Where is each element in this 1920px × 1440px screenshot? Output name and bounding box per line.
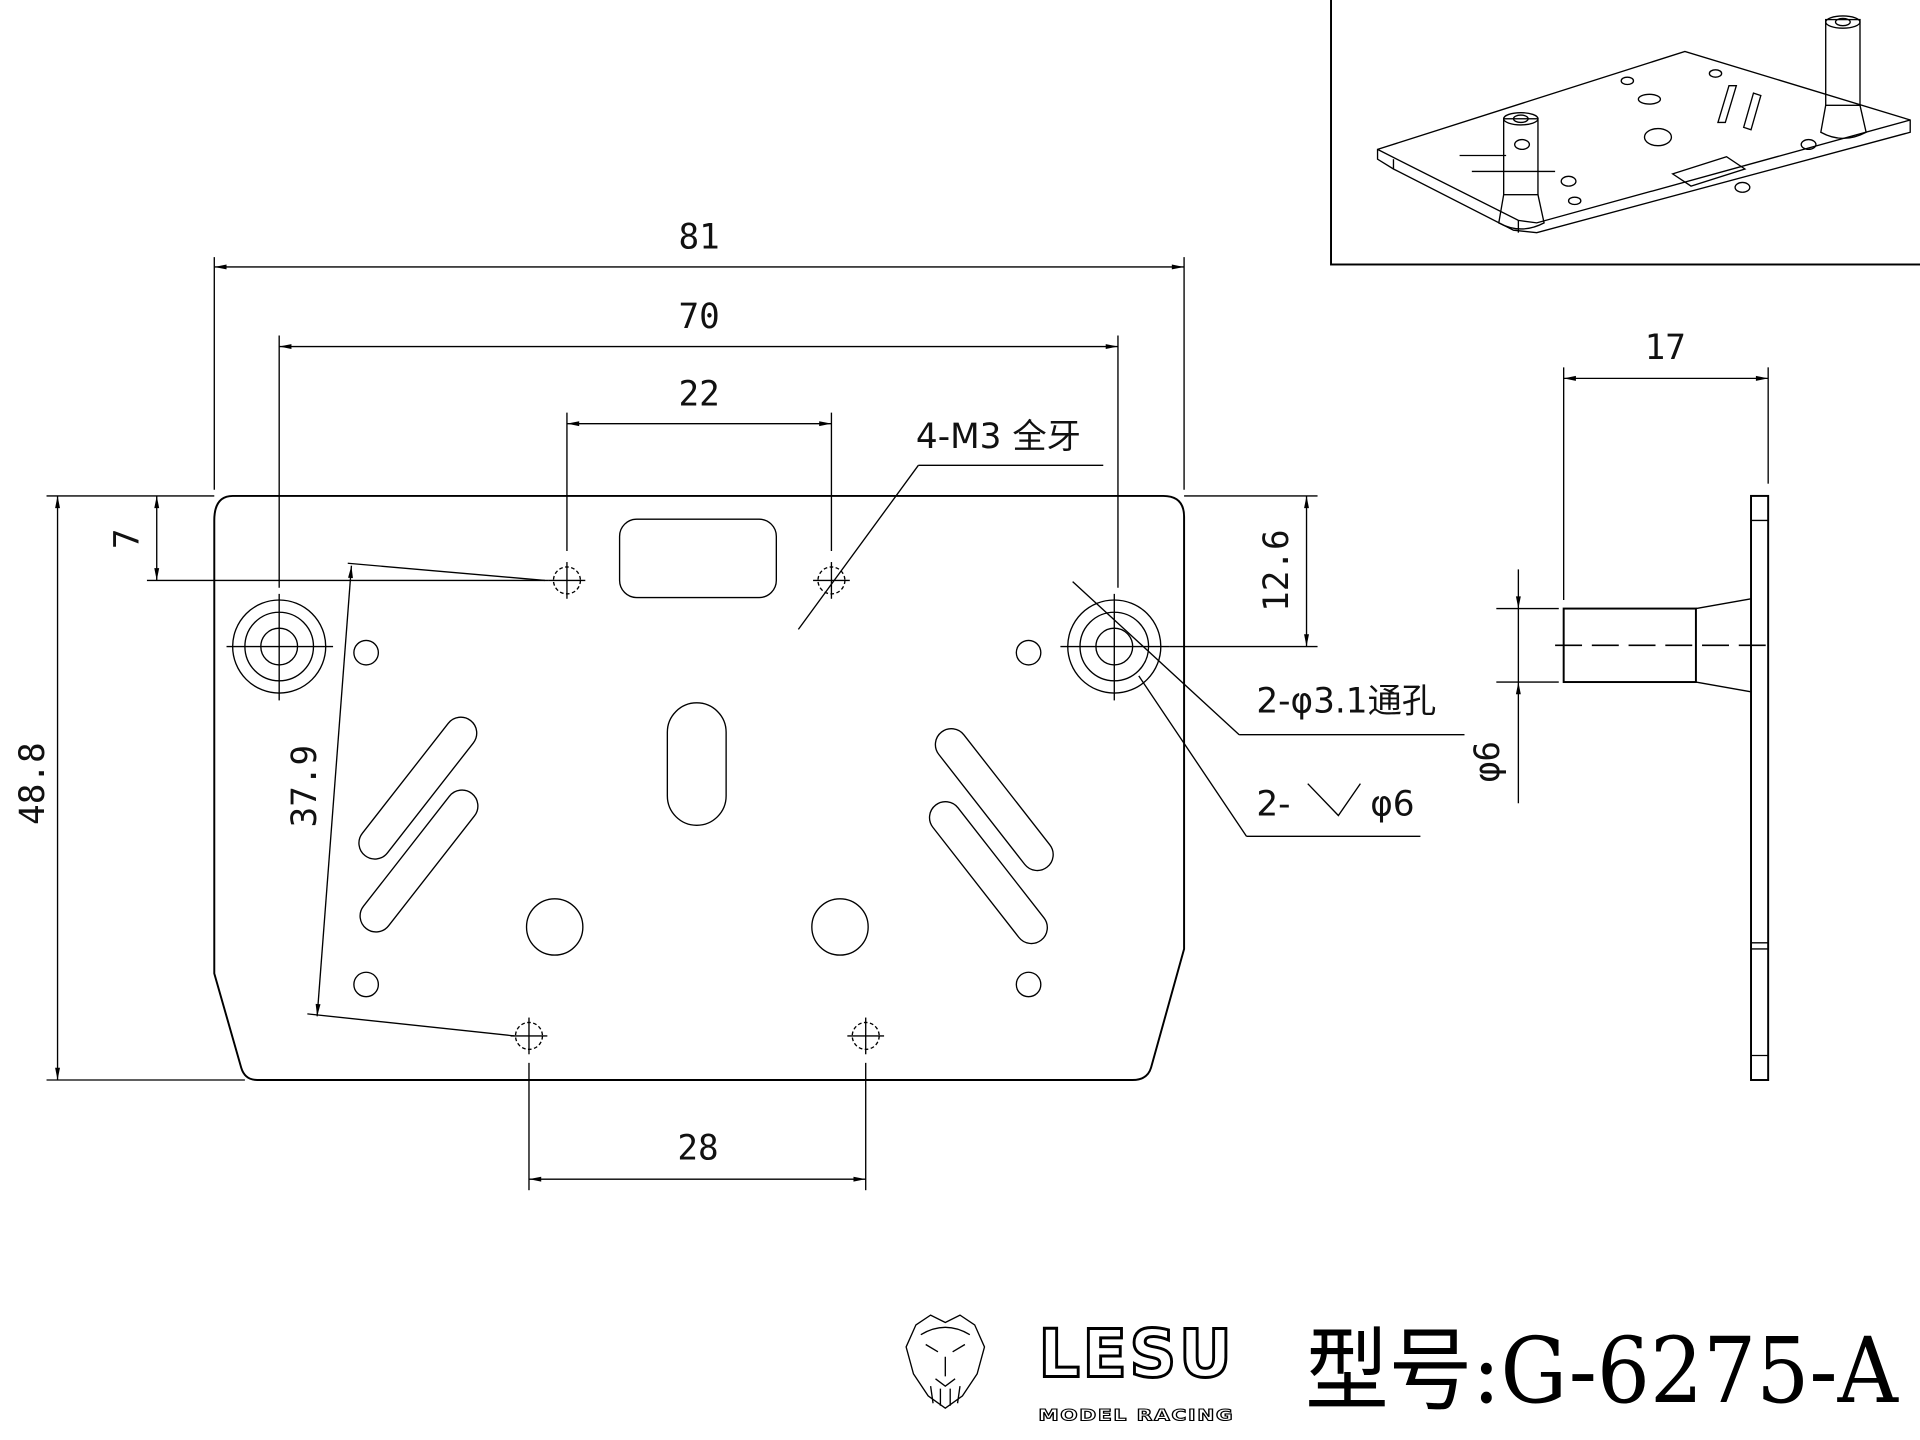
small-hole (1015, 639, 1042, 666)
dim-label-22: 22 (679, 374, 720, 414)
dimension-48-8: 48.8 (13, 495, 245, 1081)
center-slot (666, 702, 727, 826)
dimension-37-9: 37.9 (285, 562, 545, 1037)
dim-label-12-6: 12.6 (1257, 529, 1297, 612)
dim-label-37-9: 37.9 (285, 745, 325, 828)
callout-thread: 4-M3 全牙 (797, 417, 1104, 630)
isometric-standoff-right (1820, 15, 1867, 140)
dim-label-48-8: 48.8 (13, 742, 53, 825)
round-hole (811, 898, 869, 956)
callout-through-hole-label: 2-φ3.1通孔 (1256, 682, 1436, 722)
diagonal-slots-left (358, 716, 479, 933)
diagonal-slots-right (928, 728, 1054, 945)
side-plate (1750, 494, 1770, 1081)
dimension-17: 17 (1563, 328, 1769, 600)
dim-label-7: 7 (107, 528, 147, 549)
countersunk-hole-right (1060, 593, 1170, 701)
small-hole (353, 639, 380, 666)
dimension-22: 22 (566, 374, 833, 552)
dimension-28: 28 (528, 1062, 867, 1191)
lesu-brand-logo: LESU MODEL RACING (1037, 1314, 1234, 1425)
callout-thread-label: 4-M3 全牙 (916, 417, 1081, 457)
dimension-12-6: 12.6 (1169, 495, 1318, 648)
thread-hole (847, 1017, 885, 1055)
rect-cutout (618, 518, 777, 599)
dimension-phi-6: φ6 (1468, 569, 1559, 804)
side-view: 17 φ6 (1468, 328, 1774, 1081)
isometric-plate (1376, 50, 1911, 234)
thread-hole (548, 562, 586, 599)
brand-name: LESU (1038, 1315, 1234, 1392)
dimension-81: 81 (213, 218, 1185, 490)
dim-label-17: 17 (1645, 328, 1686, 368)
plate-front-view (213, 494, 1186, 1081)
small-hole (1015, 971, 1042, 998)
thread-hole (813, 562, 850, 599)
countersunk-hole-left (226, 593, 334, 701)
round-hole (525, 898, 584, 956)
callout-countersink: 2- φ6 (1138, 675, 1421, 837)
isometric-view-inset (1330, 0, 1920, 266)
brand-subtitle: MODEL RACING (1038, 1405, 1234, 1424)
title-block: LESU MODEL RACING 型号:G-6275-A (905, 1314, 1899, 1425)
dim-label-81: 81 (679, 218, 720, 258)
callout-countersink-size: φ6 (1370, 785, 1414, 825)
dim-label-28: 28 (677, 1129, 718, 1169)
plate-outline (213, 494, 1186, 1081)
dimension-7: 7 (107, 495, 549, 582)
lion-logo-icon (905, 1314, 986, 1409)
model-number: 型号:G-6275-A (1305, 1319, 1899, 1424)
callout-countersink-prefix: 2- (1256, 785, 1290, 825)
callout-through-hole: 2-φ3.1通孔 (1072, 581, 1465, 736)
thread-hole (510, 1017, 548, 1055)
dim-label-phi-6: φ6 (1468, 741, 1508, 782)
countersink-icon (1307, 783, 1361, 817)
inset-frame (1330, 0, 1920, 266)
dim-label-70: 70 (679, 297, 720, 337)
small-hole (353, 971, 380, 998)
isometric-standoff-left (1498, 111, 1545, 230)
dimension-70: 70 (278, 297, 1119, 588)
